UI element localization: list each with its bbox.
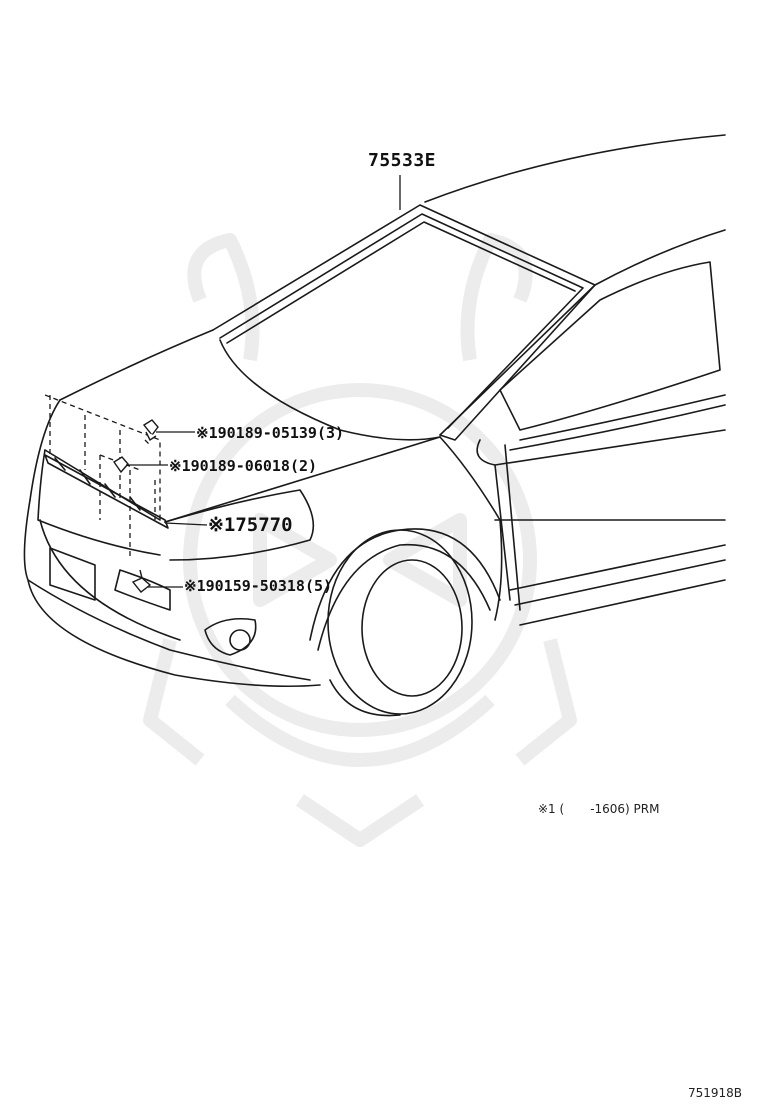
- part-label-cowl-seal[interactable]: ※175770: [208, 514, 293, 536]
- footnote: ※1 ( -1606) PRM: [538, 802, 659, 816]
- fastener-icons: [113, 419, 159, 593]
- part-label-screw[interactable]: ※190159-50318(5): [184, 577, 333, 595]
- clip-icon: [113, 456, 129, 474]
- part-label-clip-2[interactable]: ※190189-06018(2): [169, 457, 318, 475]
- part-label-windshield-moulding[interactable]: 75533E: [368, 150, 437, 171]
- leader-lines: [126, 175, 401, 588]
- assembly-dashed-lines: [44, 394, 161, 560]
- footnote-range: -1606) PRM: [590, 802, 660, 816]
- footnote-mark: ※1 (: [538, 802, 565, 816]
- screw-icon: [131, 569, 152, 593]
- part-label-clip-1[interactable]: ※190189-05139(3): [196, 424, 345, 442]
- car-outline: [23, 134, 726, 717]
- figure-id: 751918B: [688, 1086, 743, 1100]
- clip-icon: [142, 419, 159, 442]
